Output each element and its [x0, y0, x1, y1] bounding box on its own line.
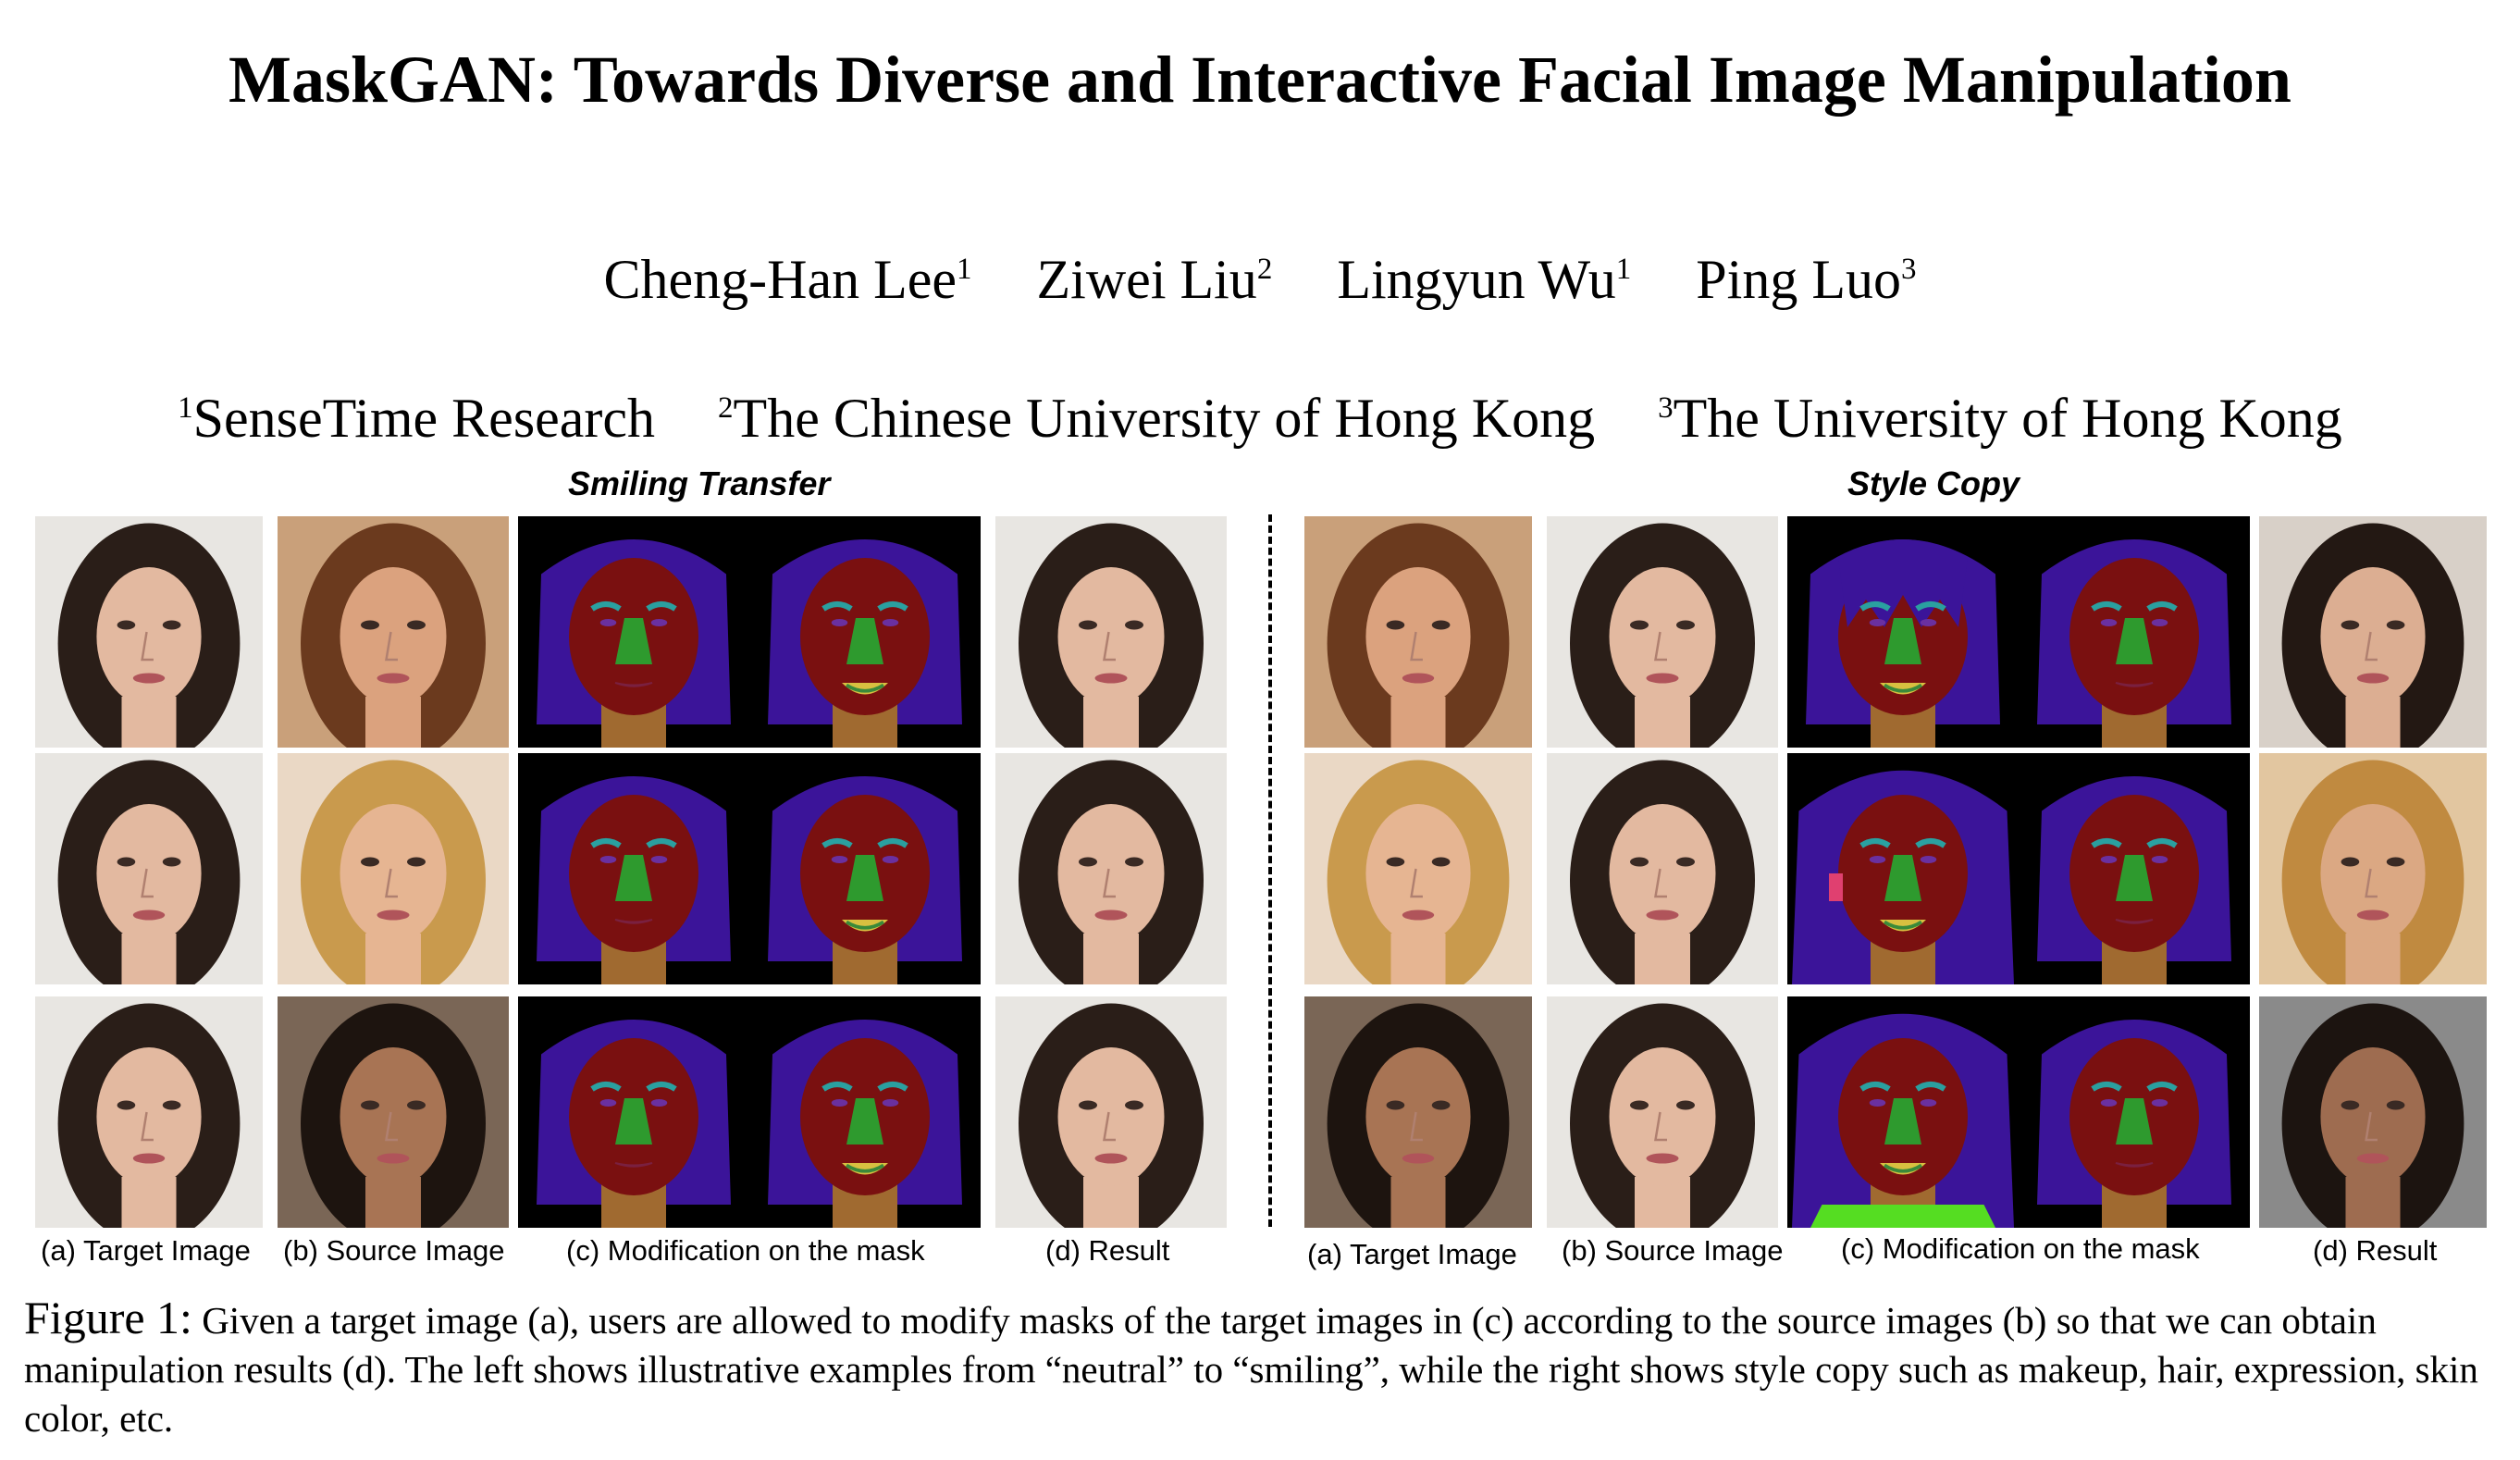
- label-target-image: (a) Target Image: [41, 1234, 251, 1267]
- caption-text: Given a target image (a), users are allo…: [24, 1299, 2478, 1440]
- target-image: [1304, 753, 1532, 984]
- label-mask-modification: (c) Modification on the mask: [1841, 1232, 2200, 1265]
- label-result: (d) Result: [2313, 1234, 2438, 1267]
- label-source-image: (b) Source Image: [1562, 1234, 1784, 1267]
- original-mask: [2019, 516, 2250, 748]
- affiliation-list: 1SenseTime Research 2The Chinese Univers…: [0, 387, 2520, 451]
- modified-mask: [749, 753, 981, 984]
- modified-mask: [749, 516, 981, 748]
- author: Ziwei Liu2: [1036, 249, 1273, 310]
- source-image: [1547, 996, 1778, 1228]
- section-divider: [1268, 514, 1272, 1227]
- source-image: [278, 996, 509, 1228]
- original-mask: [2019, 753, 2250, 984]
- label-source-image: (b) Source Image: [283, 1234, 505, 1267]
- target-image: [35, 996, 263, 1228]
- source-image: [1547, 516, 1778, 748]
- modified-mask: [1787, 516, 2019, 748]
- target-image: [35, 753, 263, 984]
- source-image: [278, 753, 509, 984]
- target-image: [35, 516, 263, 748]
- label-result: (d) Result: [1045, 1234, 1170, 1267]
- author-list: Cheng-Han Lee1 Ziwei Liu2 Lingyun Wu1 Pi…: [0, 248, 2520, 312]
- label-mask-modification: (c) Modification on the mask: [566, 1234, 925, 1267]
- affiliation: 1SenseTime Research: [178, 388, 656, 449]
- author: Ping Luo3: [1696, 249, 1917, 310]
- source-image: [1547, 753, 1778, 984]
- modified-mask: [1787, 753, 2019, 984]
- target-image: [1304, 996, 1532, 1228]
- result-image: [2259, 996, 2487, 1228]
- author: Lingyun Wu1: [1337, 249, 1632, 310]
- modified-mask: [749, 996, 981, 1228]
- label-target-image: (a) Target Image: [1307, 1238, 1517, 1270]
- affiliation: 2The Chinese University of Hong Kong: [718, 388, 1596, 449]
- paper-title: MaskGAN: Towards Diverse and Interactive…: [229, 43, 2291, 117]
- result-image: [995, 753, 1227, 984]
- original-mask: [518, 996, 749, 1228]
- target-image: [1304, 516, 1532, 748]
- smiling-transfer-title: Smiling Transfer: [568, 464, 831, 502]
- affiliation: 3The University of Hong Kong: [1658, 388, 2342, 449]
- result-image: [2259, 753, 2487, 984]
- source-image: [278, 516, 509, 748]
- original-mask: [518, 753, 749, 984]
- modified-mask: [1787, 996, 2019, 1228]
- figure-number: Figure 1:: [24, 1292, 192, 1343]
- author: Cheng-Han Lee1: [603, 249, 972, 310]
- result-image: [995, 996, 1227, 1228]
- figure-caption: Figure 1: Given a target image (a), user…: [24, 1293, 2498, 1443]
- result-image: [995, 516, 1227, 748]
- original-mask: [2019, 996, 2250, 1228]
- result-image: [2259, 516, 2487, 748]
- original-mask: [518, 516, 749, 748]
- style-copy-title: Style Copy: [1847, 464, 2020, 502]
